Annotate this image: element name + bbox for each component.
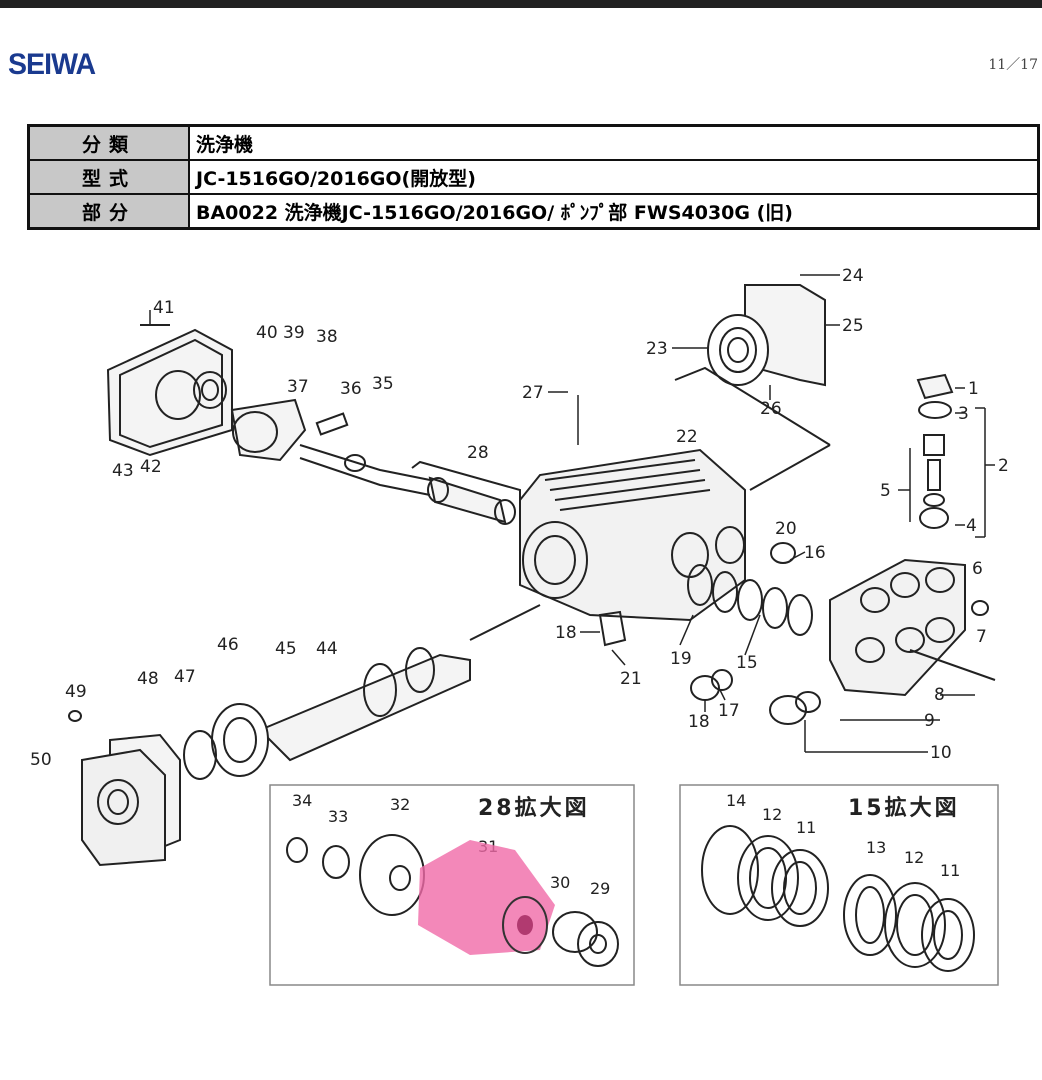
exploded-parts-diagram: 1 2 3 4 5 6 7 8 9 10 15 16 17 18 18 19 2… [30, 266, 1009, 986]
inset-15-title: 15拡大図 [848, 796, 960, 821]
inset-28-label-30: 30 [550, 873, 570, 892]
callout-39: 39 [283, 323, 305, 343]
info-table: 分類 洗浄機 型式 JC-1516GO/2016GO(開放型) 部分 BA002… [27, 124, 1040, 230]
callout-45: 45 [275, 639, 297, 659]
crankshaft-drawing [258, 604, 541, 762]
leader-lines [149, 274, 995, 753]
inset-28-label-29: 29 [590, 879, 610, 898]
callout-21: 21 [620, 669, 642, 689]
callout-7: 7 [976, 627, 987, 647]
callout-22: 22 [676, 427, 698, 447]
callout-labels: 1 2 3 4 5 6 7 8 9 10 15 16 17 18 18 19 2… [30, 266, 1009, 770]
row-value: 洗浄機 [188, 124, 1040, 161]
callout-6: 6 [972, 559, 983, 579]
inset-15-label-12b: 12 [904, 848, 924, 867]
table-row: 部分 BA0022 洗浄機JC-1516GO/2016GO/ ﾎﾟﾝﾌﾟ部 FW… [27, 193, 1040, 230]
callout-25: 25 [842, 316, 864, 336]
callout-1: 1 [968, 379, 979, 399]
callout-50: 50 [30, 750, 52, 770]
row-label: 型式 [27, 159, 190, 195]
callout-40: 40 [256, 323, 278, 343]
callout-16: 16 [804, 543, 826, 563]
callout-10: 10 [930, 743, 952, 763]
inset-28-label-34: 34 [292, 791, 312, 810]
callout-26: 26 [760, 399, 782, 419]
callout-17: 17 [718, 701, 740, 721]
callout-42: 42 [140, 457, 162, 477]
inset-15-label-11: 11 [796, 818, 816, 837]
inset-28-label-33: 33 [328, 807, 348, 826]
callout-5: 5 [880, 481, 891, 501]
manifold-drawing [829, 558, 996, 697]
seal-set-drawing [598, 542, 813, 647]
callout-41: 41 [153, 298, 175, 318]
callout-20: 20 [775, 519, 797, 539]
callout-43: 43 [112, 461, 134, 481]
callout-18: 18 [555, 623, 577, 643]
callout-36: 36 [340, 379, 362, 399]
callout-44: 44 [316, 639, 338, 659]
inset-15: 15拡大図 14 12 11 13 12 11 [679, 784, 999, 986]
row-label: 部分 [27, 193, 190, 230]
callout-24: 24 [842, 266, 864, 286]
table-row: 分類 洗浄機 [27, 124, 1040, 161]
top-bar [0, 0, 1042, 8]
page-number: 11／17 [988, 57, 1038, 73]
inset-15-label-12: 12 [762, 805, 782, 824]
row-label: 分類 [27, 124, 190, 161]
callout-3: 3 [958, 404, 969, 424]
callout-47: 47 [174, 667, 196, 687]
row-value: BA0022 洗浄機JC-1516GO/2016GO/ ﾎﾟﾝﾌﾟ部 FWS40… [188, 193, 1040, 230]
callout-15: 15 [736, 653, 758, 673]
inset-28-title: 28拡大図 [478, 796, 590, 821]
callout-46: 46 [217, 635, 239, 655]
inset-28: 28拡大図 34 33 32 31 30 29 [269, 784, 635, 986]
inset-28-label-32: 32 [390, 795, 410, 814]
callout-4: 4 [966, 516, 977, 536]
highlighted-part-31 [418, 840, 555, 955]
callout-48: 48 [137, 669, 159, 689]
callout-2: 2 [998, 456, 1009, 476]
callout-27: 27 [522, 383, 544, 403]
plunger-drawing [411, 460, 521, 525]
callout-35: 35 [372, 374, 394, 394]
rear-cover-drawing [106, 324, 233, 457]
rear-bearing-drawing [68, 703, 269, 867]
callout-19: 19 [670, 649, 692, 669]
callout-23: 23 [646, 339, 668, 359]
callout-9: 9 [924, 711, 935, 731]
callout-49: 49 [65, 682, 87, 702]
callout-38: 38 [316, 327, 338, 347]
table-row: 型式 JC-1516GO/2016GO(開放型) [27, 159, 1040, 195]
callout-8: 8 [934, 685, 945, 705]
valve-stack-drawing [916, 373, 954, 529]
row-value: JC-1516GO/2016GO(開放型) [188, 159, 1040, 195]
bearing-flange-drawing [674, 284, 831, 491]
inset-15-label-11b: 11 [940, 861, 960, 880]
callout-18b: 18 [688, 712, 710, 732]
inset-15-label-14: 14 [726, 791, 746, 810]
seiwa-logo: SEIWA [8, 48, 96, 81]
callout-28: 28 [467, 443, 489, 463]
callout-37: 37 [287, 377, 309, 397]
connecting-rod-drawing [230, 398, 431, 496]
inset-15-label-13: 13 [866, 838, 886, 857]
